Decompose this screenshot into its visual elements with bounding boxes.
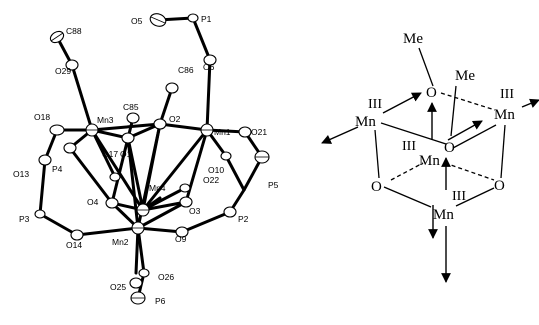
atom-o10 [220, 151, 232, 161]
atom-o3 [179, 196, 193, 208]
label-p6: P6 [155, 296, 166, 306]
label-mn1: Mn1 [214, 127, 231, 137]
schematic-bonds [374, 47, 506, 208]
label-o4: O4 [87, 197, 99, 207]
atom-o13 [38, 154, 52, 166]
label-p2: P2 [238, 214, 249, 224]
label-o14: O14 [66, 240, 82, 250]
label-o22: O22 [203, 175, 219, 185]
label-methyl-second: Me [455, 68, 475, 84]
label-mn-bottom: Mn [433, 207, 454, 223]
label-o2: O2 [169, 114, 181, 124]
label-o18: O18 [34, 112, 50, 122]
label-c85: C85 [123, 102, 139, 112]
atom-p2 [223, 206, 237, 218]
label-c86: C86 [178, 65, 194, 75]
atom-o4 [105, 197, 119, 209]
label-o17: O17 [102, 149, 118, 159]
atom-o1 [121, 132, 135, 144]
atom-o9 [175, 226, 189, 238]
label-o3: O3 [189, 206, 201, 216]
schematic-dashed-bonds [390, 92, 496, 181]
label-p1: P1 [201, 14, 212, 24]
atom-o2 [153, 118, 167, 130]
label-c88: C88 [66, 26, 82, 36]
label-ox-state-left: III [368, 97, 382, 112]
label-mn2: Mn2 [112, 237, 129, 247]
label-o5: O5 [131, 16, 143, 26]
atom-o6 [203, 54, 217, 66]
crystal-structure: O5 P1 C88 O6 O29 C86 O18 Mn3 C85 O2 Mn1 … [13, 13, 279, 306]
label-o21: O21 [251, 127, 267, 137]
atom-o14 [70, 229, 84, 241]
atom-p4 [63, 142, 77, 154]
atom-o25 [129, 277, 143, 289]
label-p5: P5 [268, 180, 279, 190]
label-o6: O6 [203, 62, 215, 72]
atom-o17 [109, 172, 121, 182]
label-ox-state-center: III [402, 139, 416, 154]
label-mn3: Mn3 [97, 115, 114, 125]
label-o10: O10 [208, 165, 224, 175]
label-o13: O13 [13, 169, 29, 179]
atom-o21 [238, 126, 252, 138]
label-oxygen-center: O [444, 140, 455, 156]
label-o9: O9 [175, 234, 187, 244]
label-oxygen-top: O [426, 85, 437, 101]
label-p3: P3 [19, 214, 30, 224]
cubane-schematic: Me Me O O O O Mn Mn Mn Mn III III III II… [321, 31, 539, 283]
label-ox-state-right: III [500, 87, 514, 102]
schematic-axis-arrows [321, 92, 539, 283]
label-mn-right: Mn [494, 107, 515, 123]
label-o29: O29 [55, 66, 71, 76]
label-mn-center: Mn [419, 153, 440, 169]
atom-p1 [187, 13, 199, 23]
atom-c86 [165, 82, 179, 94]
label-ox-state-bottom: III [452, 189, 466, 204]
label-o25: O25 [110, 282, 126, 292]
label-o1: O1 [120, 149, 132, 159]
label-oxygen-right: O [494, 178, 505, 194]
atom-p3 [34, 209, 46, 219]
crystal-ellipsoid-axes [50, 16, 269, 299]
atom-o18 [49, 124, 65, 136]
atom-o22 [179, 183, 191, 193]
label-oxygen-left: O [371, 179, 382, 195]
label-methyl-top: Me [403, 31, 423, 47]
label-p4: P4 [52, 164, 63, 174]
atom-o26 [138, 268, 150, 278]
label-mn4: Mn4 [149, 183, 166, 193]
label-mn-left: Mn [355, 114, 376, 130]
label-o26: O26 [158, 272, 174, 282]
atom-c85 [126, 112, 140, 124]
atom-o29 [65, 59, 79, 71]
crystal-labels: O5 P1 C88 O6 O29 C86 O18 Mn3 C85 O2 Mn1 … [13, 14, 279, 306]
